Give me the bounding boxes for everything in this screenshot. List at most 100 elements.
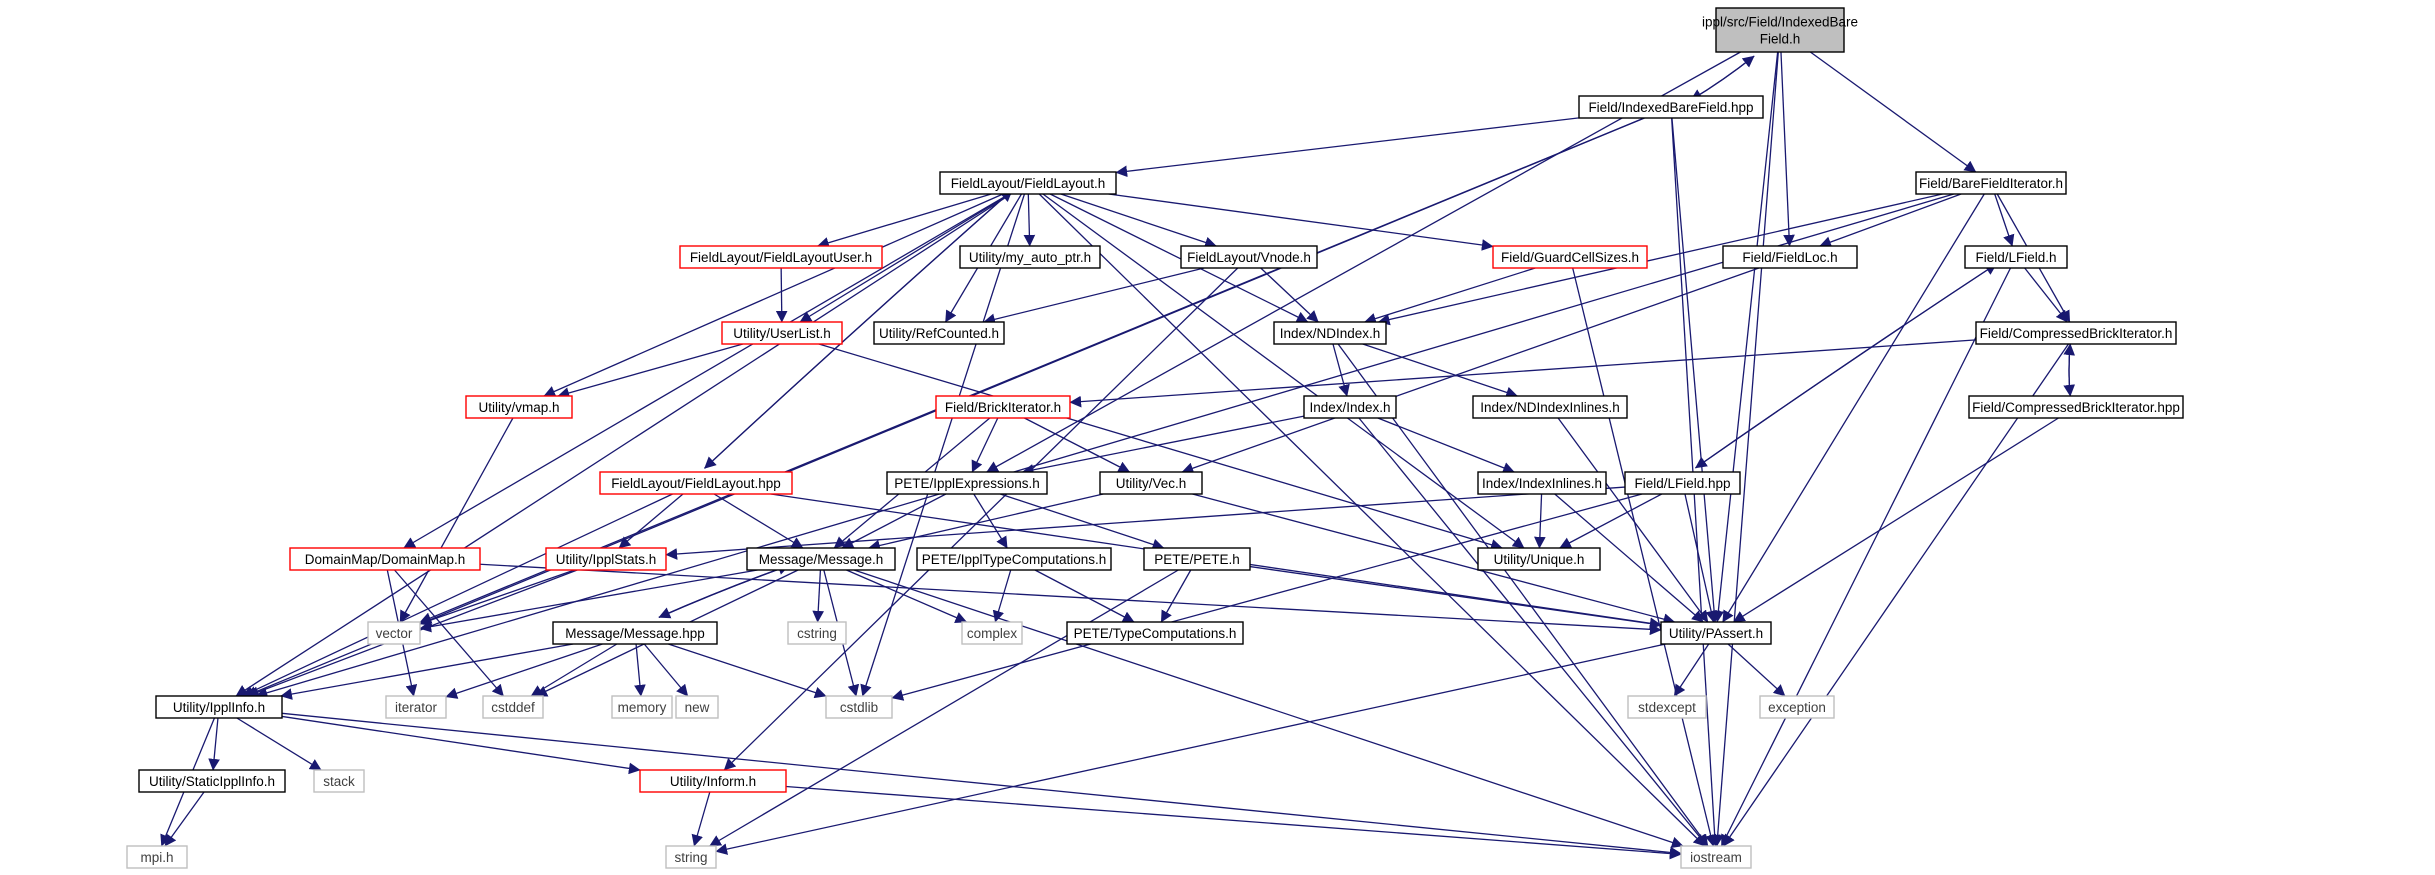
edge-fl_h-to-flu_h xyxy=(817,193,992,249)
node-iostream[interactable]: iostream xyxy=(1680,845,1752,869)
node-fl_h[interactable]: FieldLayout/FieldLayout.h xyxy=(939,171,1117,195)
node-bfi_h[interactable]: Field/BareFieldIterator.h xyxy=(1915,171,2067,195)
node-ndii[interactable]: Index/NDIndexInlines.h xyxy=(1472,395,1628,419)
edge-fl_h-to-userlist xyxy=(799,193,1011,323)
node-box xyxy=(1180,245,1318,269)
node-label: stack xyxy=(323,774,355,789)
edge-pete_expr-to-msg_h xyxy=(841,493,947,549)
node-box xyxy=(1627,695,1707,719)
node-box xyxy=(935,395,1071,419)
node-msg_h[interactable]: Message/Message.h xyxy=(746,547,896,571)
node-cstdlib[interactable]: cstdlib xyxy=(825,695,893,719)
node-passert[interactable]: Utility/PAssert.h xyxy=(1660,621,1772,645)
node-label: Utility/Vec.h xyxy=(1116,476,1187,491)
node-label: Index/IndexInlines.h xyxy=(1482,476,1602,491)
node-unique[interactable]: Utility/Unique.h xyxy=(1477,547,1601,571)
node-pete_h[interactable]: PETE/PETE.h xyxy=(1143,547,1251,571)
edge-itc-to-complex xyxy=(992,569,1012,623)
edge-bfi_h-to-ipplinfo xyxy=(255,193,1954,699)
edge-msg_hpp-to-new xyxy=(643,643,689,697)
node-vec[interactable]: Utility/Vec.h xyxy=(1099,471,1203,495)
edge-vec-to-passert xyxy=(1192,493,1676,625)
node-gcs[interactable]: Field/GuardCellSizes.h xyxy=(1492,245,1648,269)
node-box xyxy=(1066,621,1244,645)
node-inform[interactable]: Utility/Inform.h xyxy=(639,769,787,793)
node-ipplstats[interactable]: Utility/IpplStats.h xyxy=(545,547,667,571)
edge-index_h-to-pete_expr xyxy=(1021,415,1305,476)
edge-pete_h-to-string xyxy=(709,569,1179,847)
node-autoptr[interactable]: Utility/my_auto_ptr.h xyxy=(959,245,1101,269)
node-brickit[interactable]: Field/BrickIterator.h xyxy=(935,395,1071,419)
node-lfield_h[interactable]: Field/LField.h xyxy=(1964,245,2068,269)
edge-vnode-to-refcounted xyxy=(983,267,1205,326)
node-typecomp[interactable]: PETE/TypeComputations.h xyxy=(1066,621,1244,645)
edge-brickit-to-pete_expr xyxy=(971,417,999,473)
node-label: Utility/PAssert.h xyxy=(1669,626,1763,641)
edge-fl_hpp-to-fl_h xyxy=(704,189,1013,469)
node-new[interactable]: new xyxy=(675,695,719,719)
node-vmap[interactable]: Utility/vmap.h xyxy=(465,395,573,419)
edge-passert-to-string xyxy=(715,643,1666,855)
node-label: exception xyxy=(1768,700,1826,715)
node-indexinl[interactable]: Index/IndexInlines.h xyxy=(1477,471,1607,495)
node-label: FieldLayout/FieldLayout.h xyxy=(951,176,1106,191)
node-cstddef[interactable]: cstddef xyxy=(482,695,544,719)
node-staticippl[interactable]: Utility/StaticIpplInfo.h xyxy=(138,769,286,793)
edge-fl_hpp-to-msg_h xyxy=(713,493,804,549)
edge-pete_h-to-passert xyxy=(1249,565,1662,630)
node-complex[interactable]: complex xyxy=(961,621,1023,645)
edge-lfield_hpp-to-lfield_h xyxy=(1695,263,1998,469)
node-label: Message/Message.h xyxy=(759,552,884,567)
node-stdexcept[interactable]: stdexcept xyxy=(1627,695,1707,719)
edge-bfi_h-to-ndindex_h xyxy=(1377,193,1943,326)
node-itc[interactable]: PETE/IpplTypeComputations.h xyxy=(916,547,1112,571)
node-exception[interactable]: exception xyxy=(1759,695,1835,719)
edge-fl_h-to-vmap xyxy=(543,193,1004,397)
node-memory[interactable]: memory xyxy=(611,695,673,719)
node-index_h[interactable]: Index/Index.h xyxy=(1303,395,1397,419)
node-fl_hpp[interactable]: FieldLayout/FieldLayout.hpp xyxy=(599,471,793,495)
node-label: string xyxy=(674,850,707,865)
node-pete_expr[interactable]: PETE/IpplExpressions.h xyxy=(886,471,1048,495)
node-cbi_h[interactable]: Field/CompressedBrickIterator.h xyxy=(1975,321,2177,345)
node-stack[interactable]: stack xyxy=(313,769,365,793)
node-dommap[interactable]: DomainMap/DomainMap.h xyxy=(289,547,481,571)
node-refcounted[interactable]: Utility/RefCounted.h xyxy=(873,321,1005,345)
node-userlist[interactable]: Utility/UserList.h xyxy=(721,321,843,345)
node-string[interactable]: string xyxy=(665,845,717,869)
edge-ndindex_h-to-index_h xyxy=(1332,343,1350,397)
node-box xyxy=(916,547,1112,571)
node-box xyxy=(1660,621,1772,645)
node-iterator[interactable]: iterator xyxy=(385,695,447,719)
node-ipplinfo[interactable]: Utility/IpplInfo.h xyxy=(155,695,283,719)
node-label: new xyxy=(685,700,710,715)
edge-fl_h-to-autoptr xyxy=(1023,193,1036,247)
edge-ipplstats-to-vector xyxy=(419,569,575,626)
node-lfield_hpp[interactable]: Field/LField.hpp xyxy=(1624,471,1741,495)
edge-bfi_h-to-passert xyxy=(1722,193,1985,623)
node-label: complex xyxy=(967,626,1018,641)
node-msg_hpp[interactable]: Message/Message.hpp xyxy=(552,621,718,645)
node-label: Utility/IpplStats.h xyxy=(556,552,657,567)
edge-fl_h-to-gcs xyxy=(1108,193,1494,251)
node-cbi_hpp[interactable]: Field/CompressedBrickIterator.hpp xyxy=(1968,395,2184,419)
edge-root-to-iostream xyxy=(1711,51,1779,847)
node-box xyxy=(746,547,896,571)
node-flu_h[interactable]: FieldLayout/FieldLayoutUser.h xyxy=(679,245,883,269)
edge-msg_hpp-to-iterator xyxy=(445,643,603,699)
edge-lfield_hpp-to-unique xyxy=(1559,493,1663,549)
node-box xyxy=(1968,395,2184,419)
node-ibf_hpp[interactable]: Field/IndexedBareField.hpp xyxy=(1578,95,1764,119)
edge-index_h-to-iostream xyxy=(1358,417,1708,847)
node-vector[interactable]: vector xyxy=(367,621,421,645)
node-box xyxy=(155,695,283,719)
node-vnode[interactable]: FieldLayout/Vnode.h xyxy=(1180,245,1318,269)
node-ndindex_h[interactable]: Index/NDIndex.h xyxy=(1273,321,1387,345)
node-root[interactable]: ippl/src/Field/IndexedBareField.h xyxy=(1702,7,1858,53)
node-mpi[interactable]: mpi.h xyxy=(126,845,188,869)
edge-fl_h-to-ipplinfo xyxy=(235,193,1012,697)
node-box xyxy=(675,695,719,719)
node-cstring[interactable]: cstring xyxy=(787,621,847,645)
node-box xyxy=(1759,695,1835,719)
node-fieldloc[interactable]: Field/FieldLoc.h xyxy=(1722,245,1858,269)
